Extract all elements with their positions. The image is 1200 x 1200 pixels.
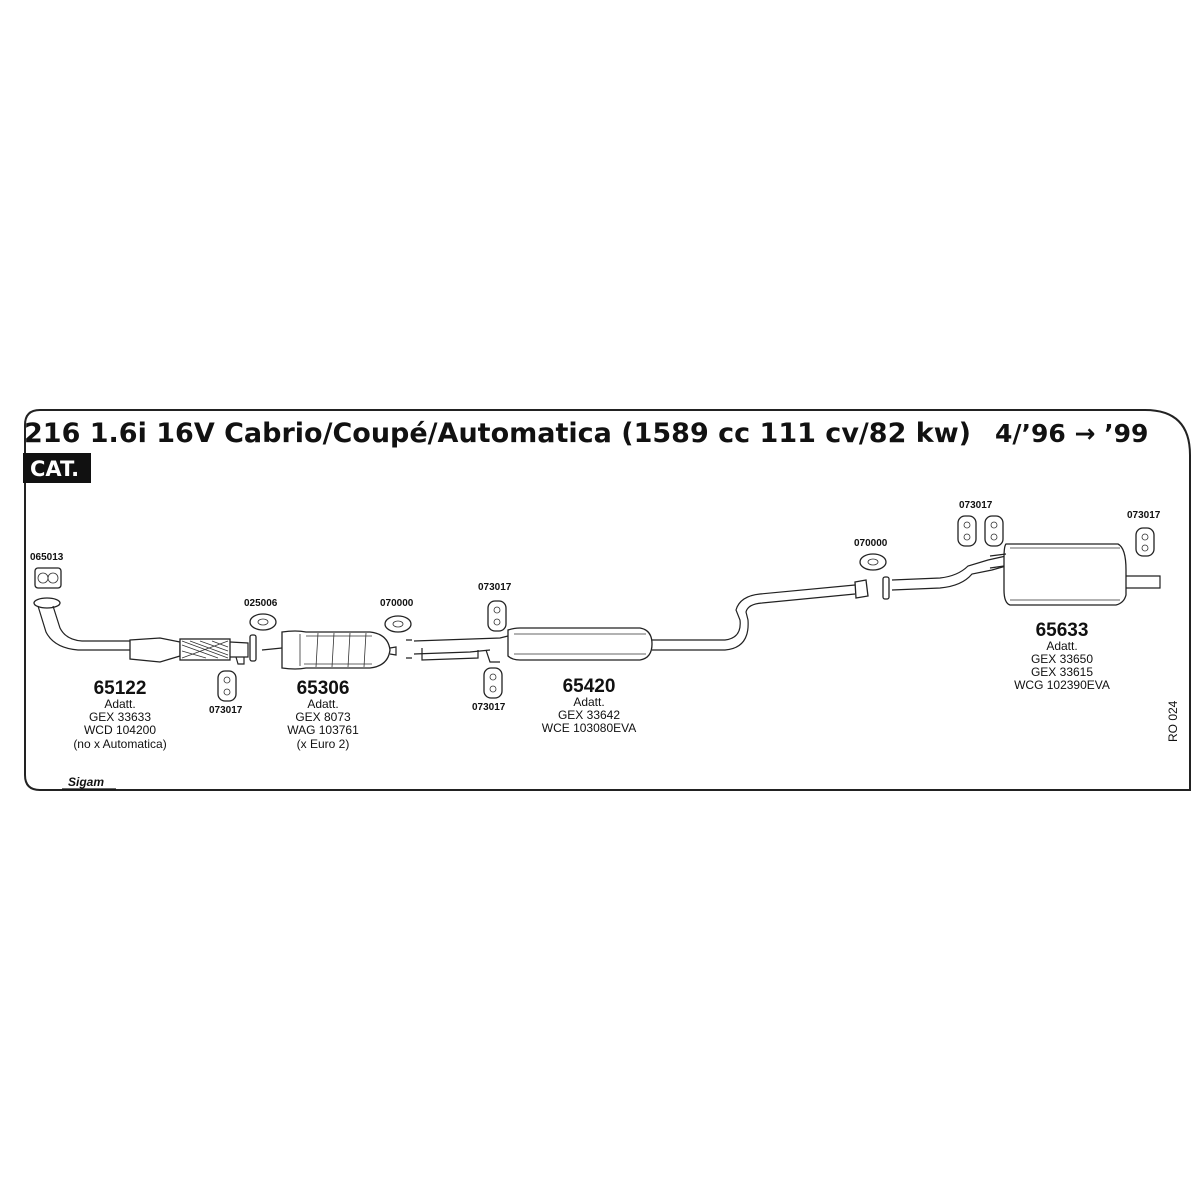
reference-code: RO 024 (1166, 700, 1180, 742)
cat-badge: CAT. (30, 457, 79, 481)
part-line: Adatt. (1046, 639, 1077, 653)
part-code: 070000 (380, 598, 414, 609)
part-line: GEX 33650 (1031, 652, 1093, 666)
part-line: WCD 104200 (84, 723, 156, 737)
part-line: Adatt. (573, 695, 604, 709)
part-line: WCG 102390EVA (1014, 678, 1110, 692)
part-number: 65122 (94, 678, 147, 699)
part-line: GEX 33615 (1031, 665, 1093, 679)
part-line: Adatt. (307, 697, 338, 711)
part-line: WCE 103080EVA (542, 721, 637, 735)
part-label-65122: 65122 Adatt. GEX 33633 WCD 104200 (no x … (73, 678, 166, 751)
hanger-073017-icon (1135, 527, 1155, 557)
page-title: 216 1.6i 16V Cabrio/Coupé/Automatica (15… (24, 418, 971, 449)
gasket-070000-icon (859, 553, 890, 600)
part-label-65306: 65306 Adatt. GEX 8073 WAG 103761 (x Euro… (287, 678, 359, 751)
hanger-073017-icon (957, 515, 1004, 547)
part-code: 073017 (472, 702, 506, 713)
cat-badge-box (23, 453, 91, 483)
gasket-070000-icon (384, 615, 412, 659)
diagram-frame (24, 409, 1191, 791)
part-label-65420: 65420 Adatt. GEX 33642 WCE 103080EVA (542, 676, 637, 735)
part-line: GEX 33642 (558, 708, 620, 722)
part-code: 073017 (478, 582, 512, 593)
part-line: GEX 33633 (89, 710, 151, 724)
date-range: 4/’96 → ’99 (995, 419, 1148, 448)
gasket-065013-icon (34, 567, 62, 589)
part-code: 065013 (30, 552, 64, 563)
part-line: GEX 8073 (295, 710, 351, 724)
hanger-073017-icon (217, 670, 237, 702)
brand-logo: Sigam (68, 775, 104, 789)
part-code: 073017 (1127, 510, 1161, 521)
part-number: 65633 (1036, 620, 1089, 641)
gasket-025006-icon (249, 613, 277, 662)
rear-silencer-65633-icon (891, 543, 1161, 606)
part-code: 025006 (244, 598, 278, 609)
part-code: 073017 (959, 500, 993, 511)
downpipe-65122-icon (33, 597, 249, 665)
hanger-073017-icon (483, 649, 503, 699)
part-number: 65306 (297, 678, 350, 699)
part-line: (no x Automatica) (73, 737, 166, 751)
part-code: 070000 (854, 538, 888, 549)
hanger-073017-icon (487, 600, 507, 632)
part-number: 65420 (563, 676, 616, 697)
middle-silencer-65420-icon (413, 579, 869, 661)
part-line: (x Euro 2) (297, 737, 350, 751)
part-code: 073017 (209, 705, 243, 716)
part-label-65633: 65633 Adatt. GEX 33650 GEX 33615 WCG 102… (1014, 620, 1110, 692)
catalyst-65306-icon (261, 630, 397, 670)
part-line: Adatt. (104, 697, 135, 711)
part-line: WAG 103761 (287, 723, 359, 737)
